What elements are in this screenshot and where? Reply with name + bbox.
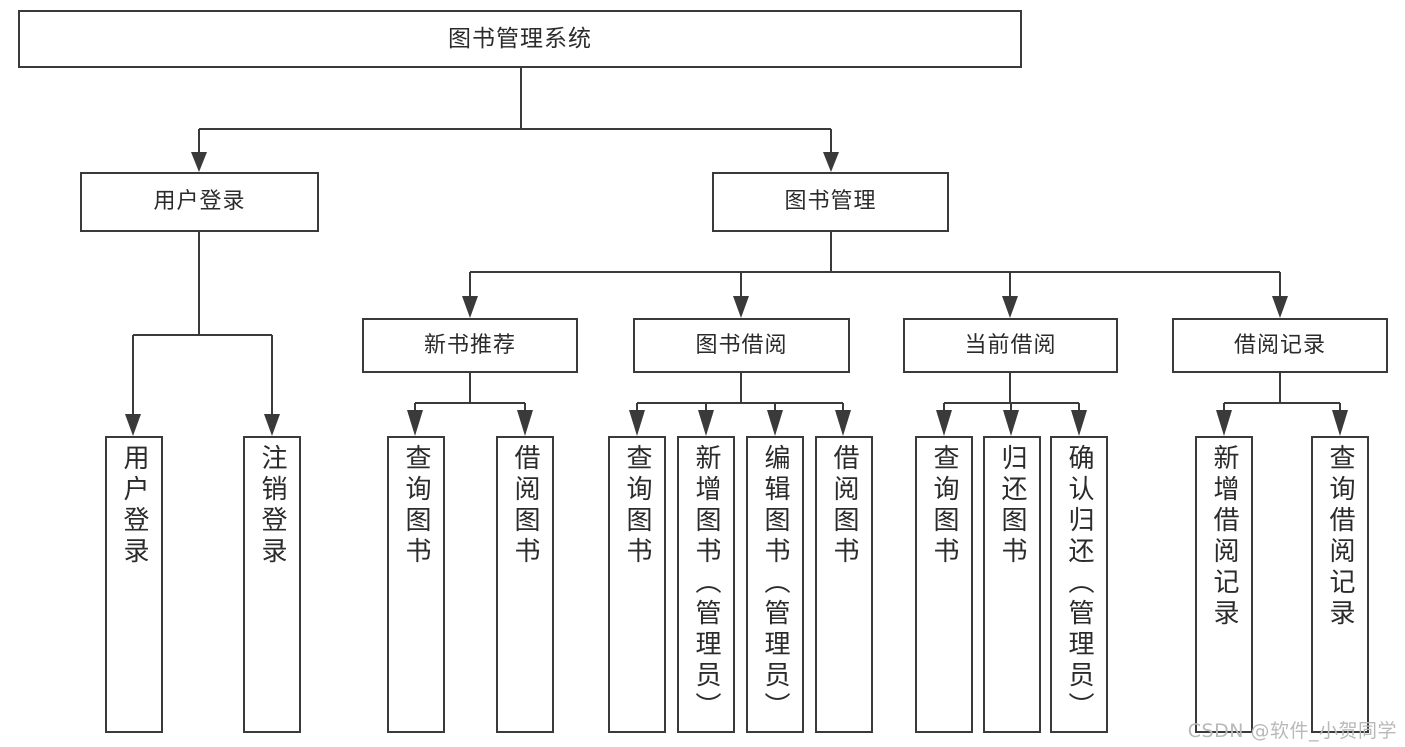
node-leaf-query-book-2[interactable]: 查询图书 [608, 436, 666, 733]
node-leaf-borrow-book-2-label: 借阅图书 [829, 444, 859, 568]
arrowhead-leaf-logout-login [264, 414, 280, 436]
arrowhead-leaf-query-book-1 [407, 410, 423, 436]
arrowhead-leaf-query-record [1332, 410, 1348, 436]
node-borrow-record[interactable]: 借阅记录 [1172, 318, 1388, 373]
node-leaf-confirm-return[interactable]: 确认归还（管理员） [1050, 436, 1108, 733]
arrowhead-book-manage [823, 152, 839, 172]
arrowhead-book-borrow [733, 296, 749, 318]
node-leaf-user-login[interactable]: 用户登录 [105, 436, 163, 733]
node-leaf-confirm-return-label: 确认归还（管理员） [1064, 444, 1094, 723]
node-user-login[interactable]: 用户登录 [80, 172, 319, 232]
arrowhead-leaf-confirm-return [1071, 410, 1087, 436]
node-current-borrow[interactable]: 当前借阅 [903, 318, 1118, 373]
node-leaf-edit-book[interactable]: 编辑图书（管理员） [746, 436, 804, 733]
arrowhead-borrow-record [1272, 296, 1288, 318]
node-leaf-return-book-label: 归还图书 [997, 444, 1027, 568]
node-leaf-add-book-label: 新增图书（管理员） [691, 444, 721, 723]
node-leaf-logout-login[interactable]: 注销登录 [243, 436, 301, 733]
node-root[interactable]: 图书管理系统 [18, 10, 1022, 68]
node-leaf-add-record-label: 新增借阅记录 [1209, 444, 1239, 630]
node-leaf-query-book-3-label: 查询图书 [929, 444, 959, 568]
node-leaf-query-book-2-label: 查询图书 [622, 444, 652, 568]
node-leaf-borrow-book-1-label: 借阅图书 [510, 444, 540, 568]
node-leaf-borrow-book-2[interactable]: 借阅图书 [815, 436, 873, 733]
arrowhead-current-borrow [1002, 296, 1018, 318]
node-borrow-record-label: 借阅记录 [1233, 332, 1326, 358]
node-new-book-recommend-label: 新书推荐 [423, 332, 516, 358]
node-leaf-query-book-3[interactable]: 查询图书 [915, 436, 973, 733]
node-leaf-query-record[interactable]: 查询借阅记录 [1311, 436, 1369, 733]
node-root-label: 图书管理系统 [448, 25, 592, 52]
arrowhead-leaf-query-book-2 [629, 410, 645, 436]
node-book-manage[interactable]: 图书管理 [712, 172, 949, 232]
node-book-borrow[interactable]: 图书借阅 [633, 318, 850, 373]
arrowhead-leaf-query-book-3 [936, 410, 952, 436]
node-leaf-query-book-1[interactable]: 查询图书 [387, 436, 445, 733]
arrowhead-leaf-borrow-book-2 [835, 410, 851, 436]
arrowhead-leaf-borrow-book-1 [517, 410, 533, 436]
arrowhead-leaf-edit-book [767, 410, 783, 436]
node-leaf-borrow-book-1[interactable]: 借阅图书 [496, 436, 554, 733]
node-current-borrow-label: 当前借阅 [964, 332, 1057, 358]
arrowhead-leaf-return-book [1003, 410, 1019, 436]
node-book-manage-label: 图书管理 [784, 189, 877, 215]
node-leaf-logout-login-label: 注销登录 [257, 444, 287, 568]
node-leaf-return-book[interactable]: 归还图书 [983, 436, 1041, 733]
node-leaf-query-record-label: 查询借阅记录 [1325, 444, 1355, 630]
node-leaf-add-book[interactable]: 新增图书（管理员） [677, 436, 735, 733]
node-leaf-user-login-label: 用户登录 [119, 444, 149, 568]
node-new-book-recommend[interactable]: 新书推荐 [362, 318, 578, 373]
node-book-borrow-label: 图书借阅 [695, 332, 788, 358]
node-user-login-label: 用户登录 [153, 189, 246, 215]
arrowhead-user-login [191, 152, 207, 172]
csdn-watermark: CSDN @软件_小贺同学 [1187, 720, 1397, 742]
arrowhead-leaf-add-record [1216, 410, 1232, 436]
node-leaf-edit-book-label: 编辑图书（管理员） [760, 444, 790, 723]
arrowhead-leaf-add-book [698, 410, 714, 436]
node-leaf-query-book-1-label: 查询图书 [401, 444, 431, 568]
node-leaf-add-record[interactable]: 新增借阅记录 [1195, 436, 1253, 733]
arrowhead-new-book-recommend [462, 296, 478, 318]
arrowhead-leaf-user-login [125, 414, 141, 436]
